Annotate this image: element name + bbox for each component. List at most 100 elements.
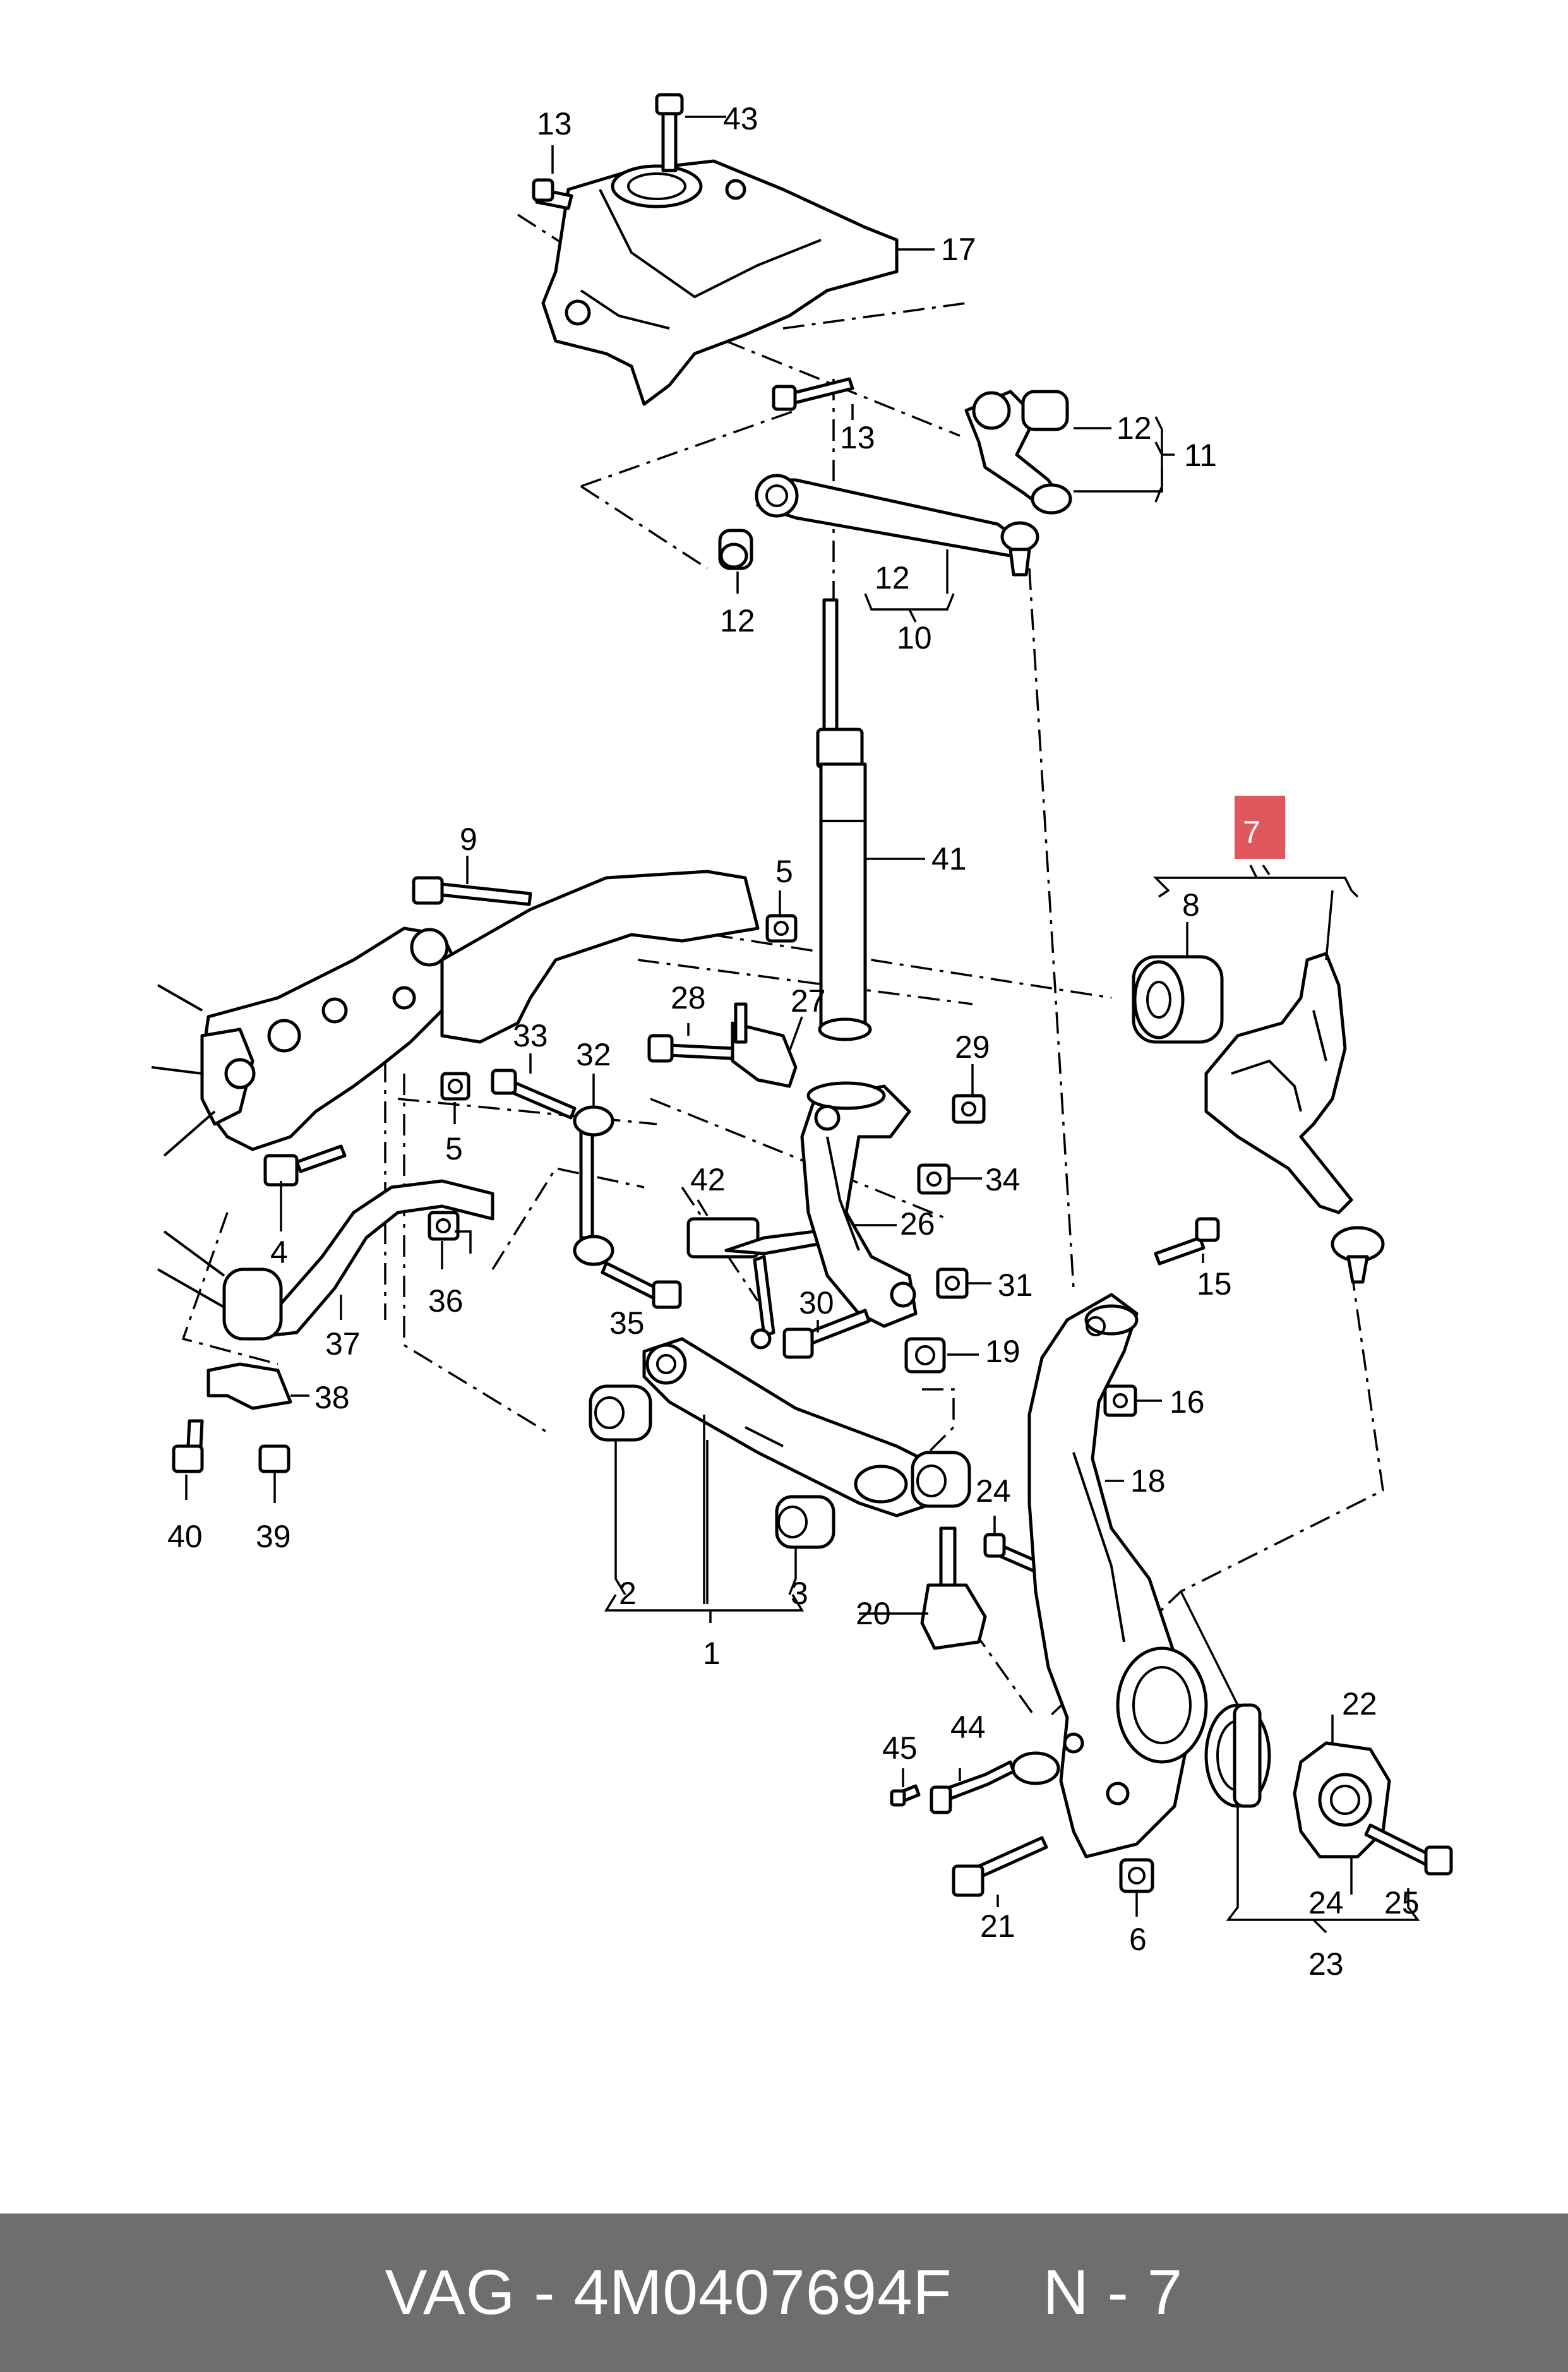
bolt-40 — [172, 1419, 204, 1473]
label-3: 3 — [791, 1576, 808, 1611]
bushing-lower-arm-end — [911, 1451, 971, 1508]
label-5-lower: 5 — [445, 1131, 463, 1166]
bolt-25 — [1364, 1823, 1453, 1876]
bolt-13-middle — [772, 377, 854, 411]
label-32: 32 — [576, 1037, 611, 1072]
bolt-33 — [491, 1069, 577, 1120]
nut-31 — [936, 1267, 969, 1299]
label-35: 35 — [609, 1305, 645, 1341]
label-23: 23 — [1308, 1946, 1344, 1982]
label-20: 20 — [856, 1596, 891, 1631]
label-12-middle: 12 — [875, 560, 910, 596]
label-1: 1 — [703, 1636, 721, 1671]
bracket-27 — [731, 1002, 798, 1088]
clamp-38 — [206, 1362, 292, 1410]
label-29: 29 — [955, 1029, 990, 1065]
bolt-15 — [1154, 1217, 1220, 1266]
upper-arm-10 — [755, 474, 1039, 577]
label-36: 36 — [428, 1283, 464, 1319]
label-21: 21 — [980, 1908, 1015, 1944]
label-18: 18 — [1130, 1463, 1166, 1499]
nut-5-lower — [440, 1072, 470, 1101]
label-30: 30 — [799, 1285, 834, 1321]
label-19: 19 — [985, 1334, 1020, 1369]
highlight-box-7 — [1235, 796, 1285, 859]
nut-19 — [904, 1337, 946, 1374]
upper-arm-11 — [964, 390, 1072, 515]
label-12-left: 12 — [720, 603, 755, 638]
label-8: 8 — [1182, 887, 1200, 923]
label-37: 37 — [325, 1326, 361, 1362]
lower-arm-1 — [642, 1337, 937, 1518]
stabilizer-bar-37 — [157, 1179, 494, 1341]
nut-6 — [1119, 1858, 1154, 1893]
level-sensor-42 — [686, 1217, 820, 1350]
guide-arm-7 — [1204, 952, 1385, 1284]
label-24-arm: 24 — [976, 1473, 1011, 1509]
bushing-3 — [775, 1495, 835, 1549]
label-2: 2 — [619, 1576, 637, 1611]
label-4: 4 — [270, 1235, 288, 1270]
coupling-rod-32 — [573, 1105, 614, 1266]
bolt-13-upper — [532, 178, 573, 210]
nut-36 — [428, 1211, 460, 1241]
label-27: 27 — [791, 983, 826, 1019]
label-34: 34 — [985, 1162, 1020, 1197]
part-labels: 1 2 3 4 5 5 6 7 8 9 10 11 12 12 12 13 13… — [167, 101, 1420, 1982]
footer-bar: VAG - 4M0407694F N - 7 — [0, 2213, 1568, 2372]
strut-fork-26 — [800, 1081, 918, 1328]
label-43: 43 — [723, 101, 758, 136]
label-10: 10 — [897, 620, 932, 656]
nut-16 — [1103, 1384, 1137, 1417]
bolt-9 — [412, 876, 532, 906]
bolt-30 — [782, 1309, 871, 1359]
bolt-43 — [655, 93, 684, 172]
label-17: 17 — [941, 232, 976, 267]
wheel-bearing-housing-18 — [1011, 1293, 1208, 1859]
label-22: 22 — [1342, 1686, 1377, 1722]
label-9: 9 — [460, 822, 477, 857]
label-33: 33 — [513, 1018, 548, 1053]
label-15: 15 — [1197, 1266, 1232, 1302]
exploded-suspension-diagram: 1 2 3 4 5 5 6 7 8 9 10 11 12 12 12 13 13… — [151, 93, 1453, 1982]
bolt-21 — [952, 1836, 1048, 1897]
bushing-12 — [718, 529, 753, 570]
bolt-28 — [647, 1034, 734, 1063]
subframe-mount-17 — [541, 159, 899, 406]
label-13-upper: 13 — [537, 106, 572, 141]
wheel-hub-22 — [1293, 1741, 1391, 1859]
label-25: 25 — [1384, 1885, 1420, 1920]
part-number-caption: VAG - 4M0407694F N - 7 — [385, 2257, 1183, 2328]
abs-sensor-44 — [930, 1760, 1015, 1814]
bolt-4 — [263, 1144, 347, 1187]
label-26: 26 — [900, 1206, 935, 1242]
label-38: 38 — [314, 1380, 350, 1415]
label-16: 16 — [1170, 1384, 1205, 1420]
label-11: 11 — [1184, 438, 1217, 473]
label-42: 42 — [690, 1162, 726, 1197]
label-6: 6 — [1129, 1922, 1147, 1957]
wheel-bearing-24 — [1204, 1703, 1271, 1808]
label-12-upper: 12 — [1116, 410, 1152, 446]
label-24-bearing: 24 — [1308, 1885, 1344, 1920]
nut-39 — [258, 1444, 290, 1473]
bushing-8 — [1132, 955, 1224, 1044]
label-45: 45 — [882, 1730, 918, 1766]
label-40: 40 — [167, 1519, 203, 1554]
leader-lines — [185, 116, 1420, 1934]
label-41: 41 — [931, 841, 967, 877]
label-44: 44 — [950, 1710, 986, 1745]
label-13-middle: 13 — [840, 420, 875, 455]
nut-5-upper — [765, 914, 798, 943]
shock-absorber-41 — [816, 598, 872, 1041]
label-39: 39 — [256, 1519, 291, 1554]
ball-joint-20 — [920, 1526, 987, 1650]
bolt-45 — [890, 1784, 921, 1807]
label-7: 7 — [1243, 815, 1260, 850]
label-28: 28 — [671, 980, 706, 1015]
subframe-rear — [151, 870, 760, 1157]
bolt-35 — [601, 1261, 682, 1309]
label-31: 31 — [998, 1267, 1033, 1303]
nut-34 — [917, 1163, 951, 1195]
label-5-upper: 5 — [775, 854, 793, 889]
